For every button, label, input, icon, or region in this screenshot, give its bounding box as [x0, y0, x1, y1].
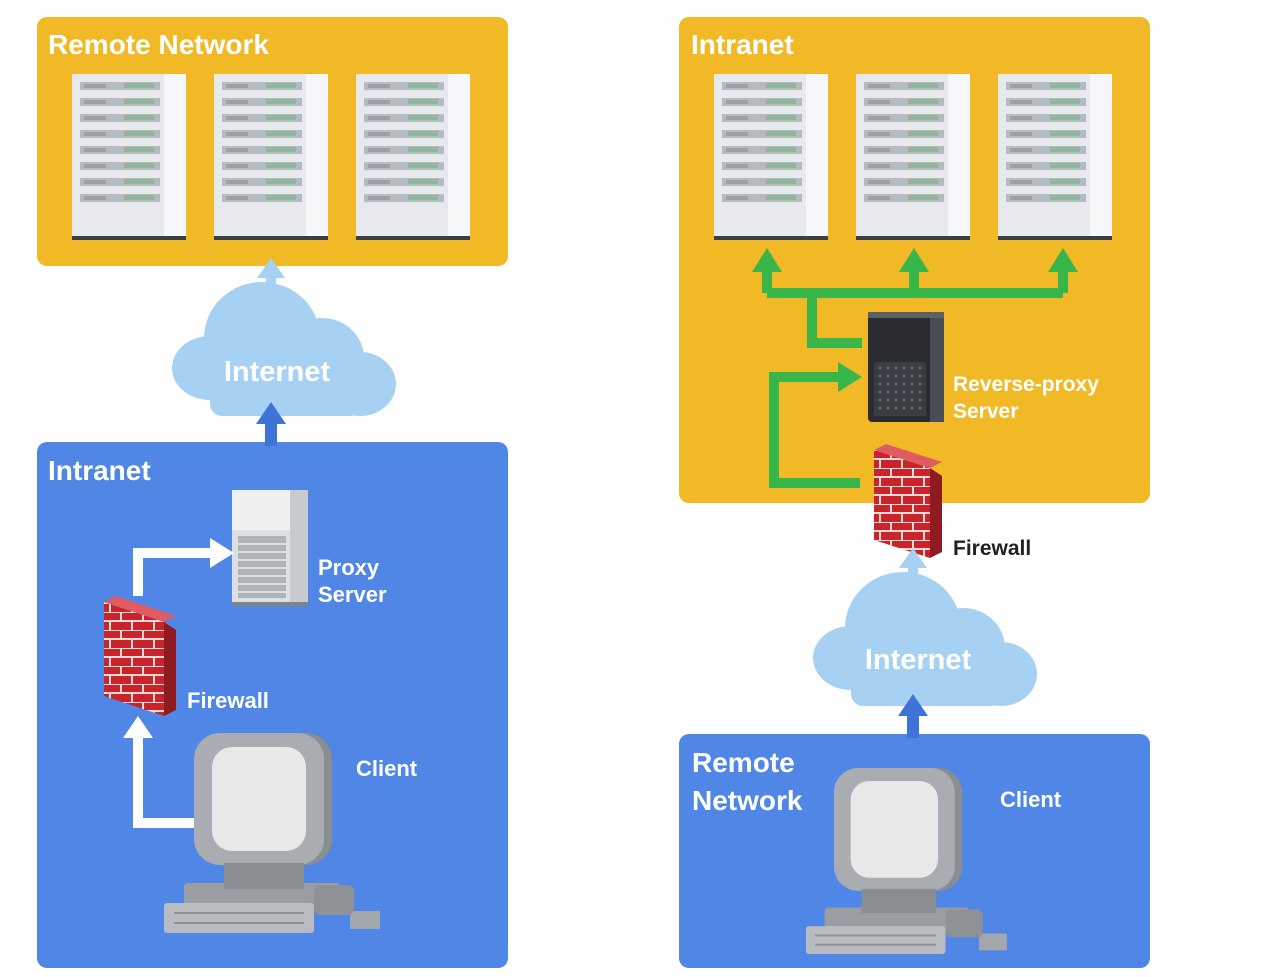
- proxy-server-label-line1: Proxy: [318, 555, 380, 580]
- left-internet-label: Internet: [224, 356, 331, 388]
- right-firewall-label: Firewall: [953, 537, 1031, 560]
- left-intranet-label: Intranet: [48, 455, 151, 486]
- right-arrow-firewall-to-proxy-icon: [769, 362, 862, 488]
- right-arrow-internet-to-firewall-icon: [899, 548, 927, 588]
- left-firewall-icon: [104, 596, 176, 716]
- left-remote-rack-server-2: [214, 74, 328, 240]
- right-green-arrowheads-icon: [752, 248, 1078, 272]
- right-remote-network-label-line1: Remote: [692, 747, 795, 778]
- right-intranet-label: Intranet: [691, 29, 794, 60]
- right-firewall-icon: [874, 444, 942, 558]
- reverse-proxy-server-icon: [868, 312, 944, 422]
- left-firewall-label: Firewall: [187, 688, 269, 713]
- right-arrow-to-internet-icon: [898, 694, 928, 738]
- left-client-label: Client: [356, 756, 418, 781]
- right-intranet-rack-server-3: [998, 74, 1112, 240]
- left-remote-rack-server-3: [356, 74, 470, 240]
- left-arrow-to-internet-icon: [256, 402, 286, 446]
- right-remote-network-label-line2: Network: [692, 785, 803, 816]
- reverse-proxy-label-line2: Server: [953, 400, 1018, 423]
- left-remote-network-label: Remote Network: [48, 29, 269, 60]
- reverse-proxy-label-line1: Reverse-proxy: [953, 373, 1099, 396]
- left-arrow-firewall-to-proxy-icon: [133, 538, 234, 596]
- right-internet-label: Internet: [865, 644, 972, 676]
- left-remote-rack-server-1: [72, 74, 186, 240]
- left-internet-cloud: [172, 282, 396, 416]
- right-reverse-proxy-diagram: Intranet: [679, 17, 1150, 968]
- left-arrow-client-to-firewall-icon: [123, 716, 200, 828]
- right-intranet-rack-server-2: [856, 74, 970, 240]
- right-arrows-proxy-to-servers-icon: [762, 268, 1068, 348]
- right-internet-cloud: [813, 572, 1037, 706]
- proxy-server-label-line2: Server: [318, 582, 387, 607]
- proxy-server-icon: [232, 490, 308, 606]
- left-intranet-panel: [37, 442, 508, 968]
- right-intranet-rack-server-1: [714, 74, 828, 240]
- left-forward-proxy-diagram: Remote Network Internet Intranet: [37, 17, 508, 968]
- left-arrow-to-remote-icon: [257, 258, 285, 298]
- right-client-label: Client: [1000, 787, 1062, 812]
